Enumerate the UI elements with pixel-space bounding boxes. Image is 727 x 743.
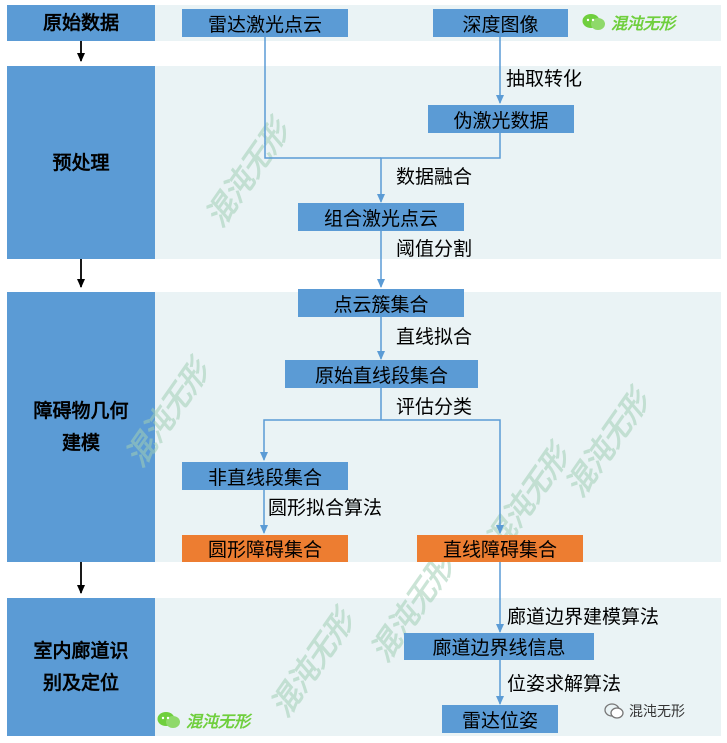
node-depth-image-label: 深度图像 (462, 13, 539, 36)
edge-label-pose-solve: 位姿求解算法 (507, 673, 622, 695)
edge-pseudo-combined (377, 133, 501, 203)
node-circle-obstacles-label: 圆形障碍集合 (207, 539, 322, 561)
node-cluster-set: 点云簇集合 (298, 289, 464, 317)
stage-raw-label: 原始数据 (42, 12, 119, 34)
stage-preprocess-label: 预处理 (52, 151, 110, 174)
edge-label-circle-fit: 圆形拟合算法 (268, 497, 383, 519)
edge-label-corridor-model: 廊道边界建模算法 (507, 606, 660, 628)
node-nonline-segments-label: 非直线段集合 (207, 466, 322, 489)
edge-label-fusion: 数据融合 (396, 166, 473, 188)
node-lidar-pointcloud-label: 雷达激光点云 (207, 13, 322, 36)
stage-obstacle-modeling-label: 障碍物几何 建模 (33, 400, 129, 454)
node-raw-segments-label: 原始直线段集合 (314, 364, 448, 387)
wechat-icon (157, 712, 180, 728)
brand-badge-bottom-text: 混沌无形 (186, 712, 251, 731)
stage-localization: 室内廊道识 别及定位 (7, 598, 155, 736)
edge-label-threshold: 阈值分割 (396, 238, 473, 260)
node-raw-segments: 原始直线段集合 (285, 360, 478, 388)
stage-obstacle-modeling: 障碍物几何 建模 (7, 292, 155, 562)
node-radar-pose: 雷达位姿 (442, 705, 558, 733)
edge-to-line-obs (381, 419, 504, 534)
node-pseudo-laser: 伪激光数据 (428, 105, 574, 133)
edge-label-extract: 抽取转化 (506, 68, 583, 90)
edge-label-classify: 评估分类 (396, 396, 473, 418)
stage-localization-label: 室内廊道识 别及定位 (33, 640, 129, 694)
node-corridor-boundary-label: 廊道边界线信息 (432, 637, 566, 659)
stage-raw: 原始数据 (7, 5, 155, 41)
node-circle-obstacles: 圆形障碍集合 (182, 535, 348, 562)
node-corridor-boundary: 廊道边界线信息 (404, 633, 594, 660)
node-radar-pose-label: 雷达位姿 (461, 709, 538, 732)
node-combined-pointcloud-label: 组合激光点云 (323, 207, 438, 230)
wechat-icon (582, 14, 605, 30)
node-pseudo-laser-label: 伪激光数据 (453, 109, 549, 132)
account-footer-text: 混沌无形 (629, 704, 685, 720)
brand-badge-bottom: 混沌无形 (157, 708, 250, 732)
account-footer: 混沌无形 (604, 701, 685, 721)
node-cluster-set-label: 点云簇集合 (333, 293, 429, 316)
edge-lidar-combined (264, 37, 381, 159)
node-line-obstacles: 直线障碍集合 (417, 535, 583, 562)
band-model (155, 292, 721, 562)
node-combined-pointcloud: 组合激光点云 (298, 203, 464, 231)
node-nonline-segments: 非直线段集合 (182, 462, 348, 490)
node-depth-image: 深度图像 (433, 9, 568, 37)
stage-preprocess: 预处理 (7, 66, 155, 259)
edge-to-nonline (260, 419, 381, 461)
wechat-channel-icon (604, 703, 624, 719)
edge-label-line-fit: 直线拟合 (396, 326, 473, 348)
band-loc (155, 598, 721, 736)
node-lidar-pointcloud: 雷达激光点云 (182, 9, 348, 37)
brand-badge-top: 混沌无形 (582, 10, 675, 34)
brand-badge-top-text: 混沌无形 (611, 14, 676, 33)
node-line-obstacles-label: 直线障碍集合 (442, 539, 557, 561)
